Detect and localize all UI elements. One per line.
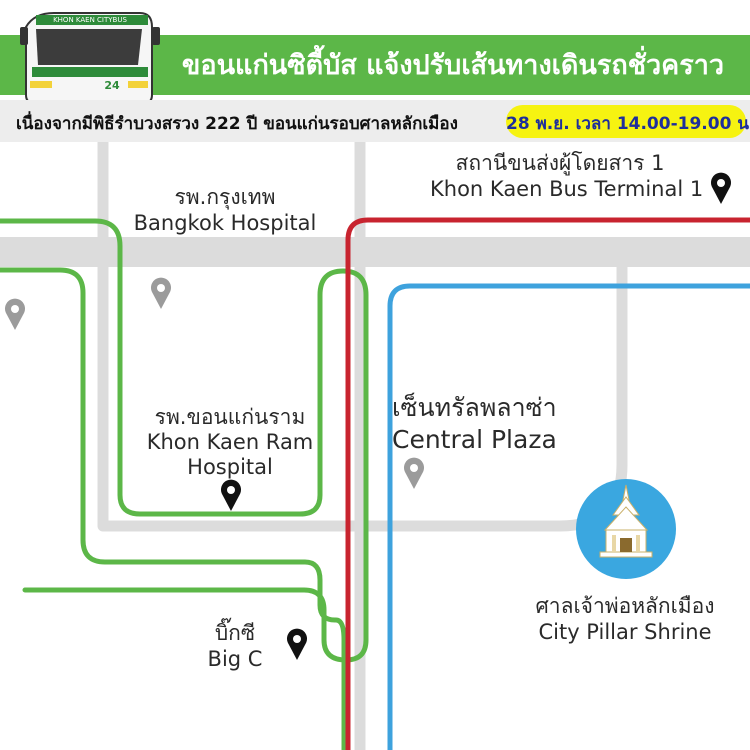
city-pillar-shrine-label: ศาลเจ้าพ่อหลักเมือง City Pillar Shrine [500, 593, 750, 645]
map-pin-icon [287, 628, 307, 660]
khon-kaen-ram-thai: รพ.ขอนแก่นราม [154, 405, 306, 429]
city-pillar-shrine-english: City Pillar Shrine [538, 620, 712, 644]
map-pin-icon [5, 172, 731, 660]
map-pin-icon [711, 172, 731, 204]
central-plaza-thai: เซ็นทรัลพลาซ่า [392, 393, 557, 422]
bus-terminal-label: สถานีขนส่งผู้โดยสาร 1 Khon Kaen Bus Term… [430, 150, 704, 202]
map-pin-icon [221, 479, 241, 511]
big-c-label: บิ๊กซี Big C [190, 620, 280, 672]
main-road-horizontal [0, 237, 750, 267]
date-highlight [506, 105, 746, 138]
bangkok-hospital-english: Bangkok Hospital [133, 211, 317, 235]
notice-date-time: 28 พ.ย. เวลา 14.00-19.00 น. [506, 114, 750, 134]
bus-number: 24 [104, 79, 120, 92]
central-plaza-label: เซ็นทรัลพลาซ่า Central Plaza [392, 392, 592, 456]
map-pin-icon [404, 457, 424, 489]
notice-text: เนื่องจากมีพิธีรำบวงสรวง 222 ปี ขอนแก่นร… [16, 114, 458, 134]
city-pillar-shrine-thai: ศาลเจ้าพ่อหลักเมือง [535, 594, 715, 618]
bus-terminal-english: Khon Kaen Bus Terminal 1 [430, 177, 704, 201]
map-pin-icon [5, 298, 26, 330]
big-c-english: Big C [207, 647, 263, 671]
khon-kaen-ram-english-1: Khon Kaen Ram [146, 430, 314, 454]
route-green-1 [0, 218, 369, 663]
bus-logo-text: KHON KAEN CITYBUS [53, 16, 127, 24]
bus-terminal-thai: สถานีขนส่งผู้โดยสาร 1 [455, 151, 665, 175]
map-pin-icon [151, 277, 171, 309]
route-green-2 [0, 267, 347, 750]
page-title: ขอนแก่นซิตี้บัส แจ้งปรับเส้นทางเดินรถชั่… [181, 50, 725, 81]
route-red [345, 217, 750, 750]
bangkok-hospital-label: รพ.กรุงเทพ Bangkok Hospital [120, 184, 330, 236]
route-blue [387, 283, 750, 750]
shrine-icon [576, 479, 676, 579]
central-plaza-english: Central Plaza [392, 425, 557, 454]
bangkok-hospital-thai: รพ.กรุงเทพ [174, 185, 276, 209]
khon-kaen-ram-label: รพ.ขอนแก่นราม Khon Kaen Ram Hospital [130, 405, 330, 480]
big-c-thai: บิ๊กซี [214, 621, 256, 645]
khon-kaen-ram-english-2: Hospital [187, 455, 273, 479]
bus-icon: KHON KAEN CITYBUS 24 [20, 12, 160, 110]
